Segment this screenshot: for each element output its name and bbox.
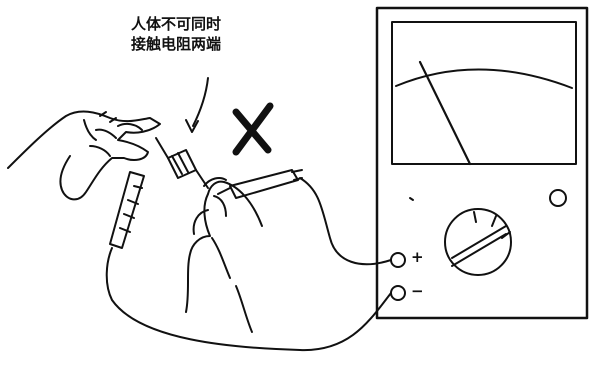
resistor-lead-right: [195, 169, 209, 189]
right-hand-thumb: [203, 177, 227, 187]
minus-probe-body: [109, 171, 145, 249]
plus-probe-lead: [299, 177, 392, 266]
right-hand-wrist: [235, 285, 253, 333]
caption-line-1: 人体不可同时: [130, 15, 221, 33]
minus-probe-bands: [119, 185, 143, 233]
left-hand-fingers: [83, 119, 117, 157]
meter-tick-mark: [409, 197, 414, 201]
caption-line-2: 接触电阻两端: [130, 35, 221, 53]
resistor-bands: [171, 152, 189, 175]
left-hand-outline: [7, 110, 161, 201]
plus-probe-tip: [217, 187, 231, 195]
range-selector-dial: [444, 208, 512, 276]
multimeter-body: [375, 6, 589, 320]
minus-terminal-label: −: [411, 282, 424, 300]
range-selector-pointer: [451, 225, 507, 267]
forbidden-x-icon: [232, 102, 274, 156]
plus-probe-body: [229, 169, 299, 199]
left-hand-thumb: [117, 122, 143, 131]
right-hand-fingers: [192, 195, 231, 279]
minus-probe-lead: [105, 247, 392, 352]
zero-adjust-knob: [549, 189, 567, 207]
resistor-lead-left: [155, 137, 169, 159]
plus-terminal-label: +: [411, 248, 424, 266]
range-selector-ticks: [473, 211, 511, 239]
meter-scale-arc: [395, 68, 573, 89]
plus-probe-grip: [291, 169, 303, 181]
caption-pointer-head: [185, 119, 199, 133]
meter-needle: [418, 60, 472, 166]
meter-display-window: [391, 21, 577, 165]
plus-terminal-jack: [390, 252, 406, 268]
left-hand-nail-lines: [99, 111, 117, 123]
minus-terminal-jack: [390, 285, 406, 301]
right-hand-outline: [185, 180, 263, 313]
caption-pointer-line: [192, 77, 209, 127]
warning-caption: 人体不可同时 接触电阻两端: [96, 14, 256, 54]
